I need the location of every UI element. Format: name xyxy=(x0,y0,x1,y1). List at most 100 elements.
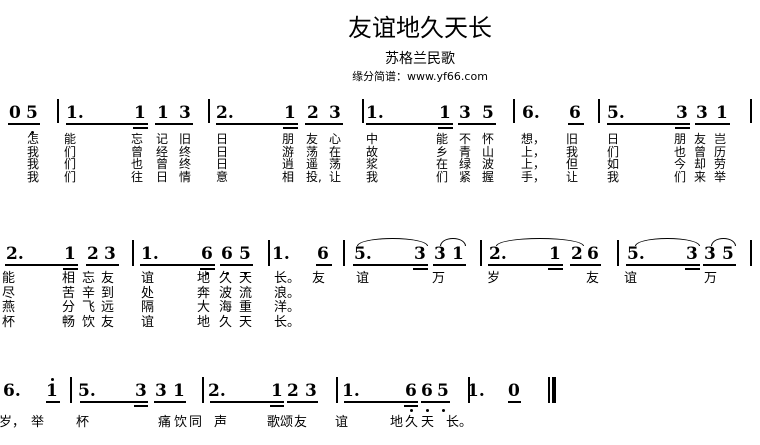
lyric-verse-4: 们 xyxy=(674,169,687,184)
lyric-column: 天 xyxy=(421,415,434,431)
eighth-underline xyxy=(86,264,119,266)
lyric-verse-3: 曾 xyxy=(156,157,169,171)
bar-line xyxy=(480,240,482,266)
lyric-verse-4: 们 xyxy=(436,169,449,184)
lyric-verse-3: 终 xyxy=(179,157,192,171)
lyric-verse-3: 洋。 xyxy=(274,300,301,315)
score-source: 缘分简谱：www.yf66.com xyxy=(352,70,488,83)
eighth-underline xyxy=(626,264,700,266)
note: 1 xyxy=(134,103,146,123)
song-title: 友谊地久天长 xyxy=(348,14,492,42)
lyric-verse-1: 天 xyxy=(239,271,253,286)
lyric-verse-2: 上， xyxy=(521,144,546,159)
lyric-verse-1: 谊 xyxy=(335,415,349,430)
note: 3 xyxy=(155,381,167,401)
lyric-column: 日日日意 xyxy=(216,133,228,183)
bar-line xyxy=(57,99,59,123)
lyric-column: 久波海久 xyxy=(219,271,233,330)
lyric-verse-1: 同 xyxy=(189,415,203,430)
lyric-verse-3: 日 xyxy=(216,157,229,171)
lyric-verse-1: 岂 xyxy=(714,132,727,146)
lyric-verse-1: 友 xyxy=(306,132,319,146)
lyric-verse-4: 相 xyxy=(282,169,295,184)
eighth-underline xyxy=(695,123,730,125)
lyric-column: 怀山波握 xyxy=(482,133,494,183)
lyric-verse-4: 紧 xyxy=(459,169,472,184)
lyric-verse-1: 怎 xyxy=(27,132,40,146)
eighth-underline xyxy=(508,401,521,403)
note: 1 xyxy=(452,244,464,264)
lyric-verse-1: 久 xyxy=(405,415,419,430)
eighth-underline xyxy=(353,264,428,266)
lyric-verse-2: 波 xyxy=(219,285,233,301)
lyric-column: 不青绿紧 xyxy=(459,133,471,183)
note: 1. xyxy=(141,244,165,264)
lyric-verse-1: 心 xyxy=(329,132,342,146)
lyric-verse-1: 友 xyxy=(101,271,115,286)
lyric-verse-2: 流 xyxy=(239,285,253,301)
lyric-verse-3: 逍 xyxy=(282,157,295,171)
lyric-verse-2: 浪。 xyxy=(274,285,301,301)
eighth-underline xyxy=(66,123,148,125)
sixteenth-underline xyxy=(270,405,284,407)
note: 3 xyxy=(459,103,471,123)
eighth-underline xyxy=(220,264,253,266)
note: 3 xyxy=(676,103,688,123)
note: 3 xyxy=(696,103,708,123)
lyric-column: 地 xyxy=(390,415,403,431)
lyric-verse-2: 辛 xyxy=(82,285,96,301)
lyric-verse-4: 杯 xyxy=(2,314,16,330)
lyric-verse-3: 绿 xyxy=(459,157,472,171)
low-octave-dot xyxy=(410,409,413,412)
eighth-underline xyxy=(155,123,193,125)
lyric-verse-3: 在 xyxy=(436,157,449,171)
note: 1. xyxy=(342,381,366,401)
lyric-column: 能尽燕杯 xyxy=(2,271,16,330)
eighth-underline xyxy=(154,401,186,403)
lyric-column: 相苦分畅 xyxy=(62,271,75,330)
lyric-column: 旧终终情 xyxy=(179,133,191,183)
sixteenth-underline xyxy=(283,127,298,129)
lyric-column: 朋游逍相 xyxy=(282,133,294,183)
lyric-verse-4: 往 xyxy=(131,169,144,184)
lyric-verse-1: 友 xyxy=(694,132,707,146)
note: 5 xyxy=(722,244,734,264)
low-octave-dot xyxy=(442,409,445,412)
sixteenth-underline xyxy=(134,405,148,407)
note: 3 xyxy=(686,244,698,264)
lyric-verse-3: 却 xyxy=(694,157,707,171)
low-octave-dot xyxy=(426,409,429,412)
lyric-verse-4: 谊 xyxy=(141,314,155,330)
lyric-verse-2: 故 xyxy=(366,144,379,159)
lyric-column: 想，上，上，手， xyxy=(521,133,545,183)
lyric-column: 天流重天 xyxy=(239,271,253,330)
eighth-underline xyxy=(210,401,284,403)
lyric-verse-4: 让 xyxy=(329,169,342,184)
lyric-column: 谊 xyxy=(624,271,637,287)
lyric-verse-2: 山 xyxy=(482,144,495,159)
lyric-verse-1: 朋 xyxy=(674,132,687,146)
bar-line xyxy=(202,377,204,403)
lyric-verse-3: 但 xyxy=(566,157,579,171)
lyric-verse-1: 能 xyxy=(436,132,449,146)
lyric-verse-3: 浆 xyxy=(366,157,379,171)
note: 6 xyxy=(405,381,417,401)
lyric-verse-1: 万 xyxy=(432,271,446,286)
eighth-underline xyxy=(366,123,453,125)
lyric-verse-4: 们 xyxy=(64,169,77,184)
lyric-verse-4: 我 xyxy=(27,169,40,184)
eighth-underline xyxy=(344,401,418,403)
lyric-verse-2: 尽 xyxy=(2,285,16,301)
lyric-column: 岁 xyxy=(487,271,500,287)
note: 5. xyxy=(607,103,631,123)
lyric-column: 长。 xyxy=(446,415,473,431)
lyric-verse-1: 记 xyxy=(156,132,169,146)
lyric-verse-3: 波 xyxy=(482,157,495,171)
note: 3 xyxy=(135,381,147,401)
lyric-verse-4: 投, xyxy=(306,169,322,184)
lyric-verse-1: 岁， xyxy=(0,415,26,430)
lyric-verse-1: 长。 xyxy=(446,415,473,430)
bar-line xyxy=(343,240,345,266)
low-octave-dot xyxy=(226,272,229,275)
eighth-underline xyxy=(46,401,60,403)
